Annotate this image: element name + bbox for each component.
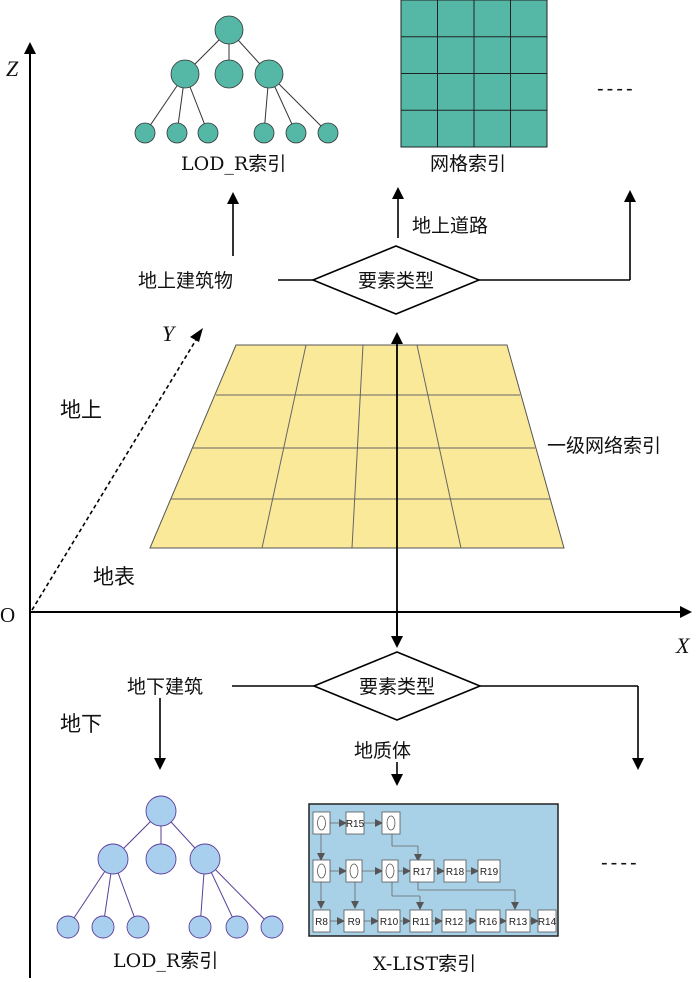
xlist-row-1: R15 [312, 811, 401, 835]
xlist-node-label: R17 [413, 867, 432, 878]
xlist-label: X-LIST索引 [373, 953, 476, 975]
tree-node [134, 122, 156, 144]
xlist-node-label: R15 [346, 819, 365, 830]
upper-lod-tree [134, 15, 339, 144]
xlist-node-label: R13 [509, 917, 528, 928]
xlist-node-label: R8 [315, 917, 328, 928]
xlist-node [409, 859, 435, 883]
upper-grid-index [400, 0, 548, 148]
lower-left-branch-label: 地下建筑 [127, 676, 203, 698]
tree-node [170, 59, 200, 89]
upper-grid-label: 网格索引 [430, 153, 506, 175]
tree-node [317, 122, 339, 144]
upper-flow-lines [227, 187, 636, 281]
lower-ellipsis: ---- [601, 852, 640, 874]
xlist-node-label: R12 [445, 917, 464, 928]
upper-ellipsis: ---- [597, 78, 636, 100]
xlist-node [505, 909, 531, 933]
tree-node [166, 122, 188, 144]
xlist-node [443, 859, 467, 883]
tree-node [285, 122, 307, 144]
xlist-node-label: R11 [412, 917, 430, 928]
tree-node [214, 59, 244, 89]
xlist-node [409, 909, 433, 933]
tree-node [260, 915, 284, 939]
xlist-node [477, 859, 501, 883]
lower-down-branch-label: 地质体 [354, 740, 411, 762]
xlist-node-label: R14 [538, 917, 557, 928]
upper-decision-diamond [310, 245, 482, 315]
xlist-node [312, 909, 331, 933]
tree-node [145, 843, 177, 875]
xlist-node [343, 909, 365, 933]
tree-node [189, 843, 221, 875]
xlist-node-label: R10 [380, 917, 399, 928]
upper-left-branch-label: 地上建筑物 [138, 270, 233, 292]
xlist-node [377, 909, 401, 933]
tree-node [254, 59, 284, 89]
xlist-node [441, 909, 467, 933]
y-axis-label: Y [162, 321, 177, 346]
z-axis-label: Z [6, 56, 19, 81]
upper-decision-label: 要素类型 [358, 270, 434, 292]
tree-node [126, 915, 150, 939]
tree-node [97, 843, 129, 875]
y-axis [31, 328, 203, 611]
tree-node [214, 15, 244, 45]
xlist-node [475, 909, 501, 933]
tree-node [91, 915, 115, 939]
lower-lod-label: LOD_R索引 [113, 950, 218, 972]
xlist-row-2: R17 R18 R19 [312, 859, 501, 883]
lower-lod-tree [56, 795, 284, 939]
lower-decision-diamond [311, 651, 483, 721]
xlist-node-label: R18 [446, 867, 465, 878]
xlist-node-label: R16 [479, 917, 498, 928]
tree-node [56, 915, 80, 939]
xlist-index: R15 R17 R18 R19 R8 R9 R10 [308, 803, 559, 937]
xlist-node [345, 811, 365, 835]
origin-label: O [0, 603, 15, 627]
tree-node [188, 915, 212, 939]
lower-decision-label: 要素类型 [359, 676, 435, 698]
xlist-node-label: R9 [348, 917, 361, 928]
tree-node [197, 122, 219, 144]
tree-node [225, 915, 249, 939]
tree-node [253, 122, 275, 144]
lower-flow-lines [154, 685, 644, 786]
tree-node [145, 795, 177, 827]
upper-lod-label: LOD_R索引 [181, 153, 286, 175]
zone-above-label: 地上 [60, 398, 102, 422]
zone-below-label: 地下 [60, 712, 102, 736]
xlist-row-3: R8 R9 R10 R11 R12 R16 R13 R14 [312, 909, 557, 933]
zone-surface-label: 地表 [93, 565, 135, 589]
xlist-node-label: R19 [480, 867, 499, 878]
xlist-node [537, 909, 557, 933]
first-level-grid [149, 344, 565, 549]
first-level-grid-label: 一级网络索引 [547, 435, 661, 457]
upper-up-branch-label: 地上道路 [412, 215, 488, 237]
x-axis-label: X [675, 633, 691, 658]
